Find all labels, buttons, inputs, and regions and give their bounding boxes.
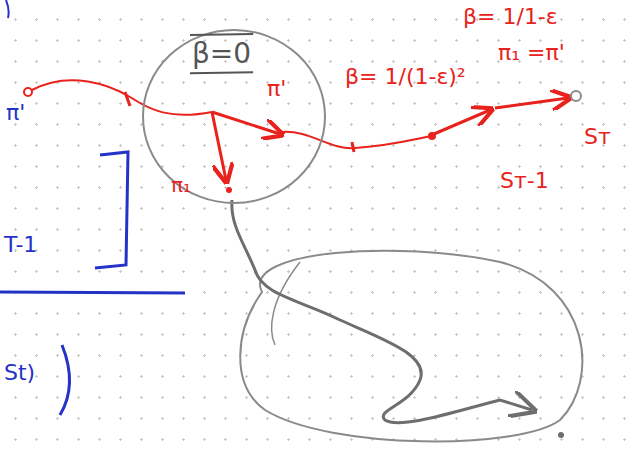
tick xyxy=(125,92,130,106)
annotation: T-1 xyxy=(4,232,37,257)
red-dot xyxy=(226,187,232,193)
annotation: β= 1/(1-ε)² xyxy=(345,64,466,89)
region-outline xyxy=(240,251,582,442)
annotation: π₁ =π' xyxy=(498,40,565,65)
start-dot xyxy=(24,88,32,96)
red-path xyxy=(282,132,432,148)
tick xyxy=(352,142,354,152)
paren xyxy=(60,345,70,415)
red-arrow xyxy=(212,112,226,180)
annotation: Sᴛ-1 xyxy=(500,168,549,193)
trajectory xyxy=(232,200,532,423)
blue-stroke xyxy=(6,0,9,18)
annotation: β= 1/1-ε xyxy=(463,4,558,29)
state-region: β=0 π' π₁ xyxy=(141,28,327,205)
region-condition: β=0 xyxy=(192,38,251,70)
rule-line xyxy=(0,292,185,293)
annotation: Sᴛ xyxy=(584,124,611,149)
region-outline-stroke xyxy=(272,262,300,345)
annotation: St) xyxy=(4,360,35,385)
end-dot xyxy=(558,432,564,438)
red-arrow xyxy=(434,110,490,134)
red-arrow xyxy=(495,98,568,108)
underline xyxy=(190,72,253,73)
region-outline xyxy=(143,30,325,203)
bracket xyxy=(95,152,128,268)
red-arrow xyxy=(212,112,280,134)
policy-label: π₁ xyxy=(171,174,191,197)
goal-dot xyxy=(571,91,581,101)
annotation: π' xyxy=(6,100,25,125)
red-path xyxy=(32,80,212,115)
policy-label: π' xyxy=(267,76,286,101)
overline xyxy=(190,34,253,35)
